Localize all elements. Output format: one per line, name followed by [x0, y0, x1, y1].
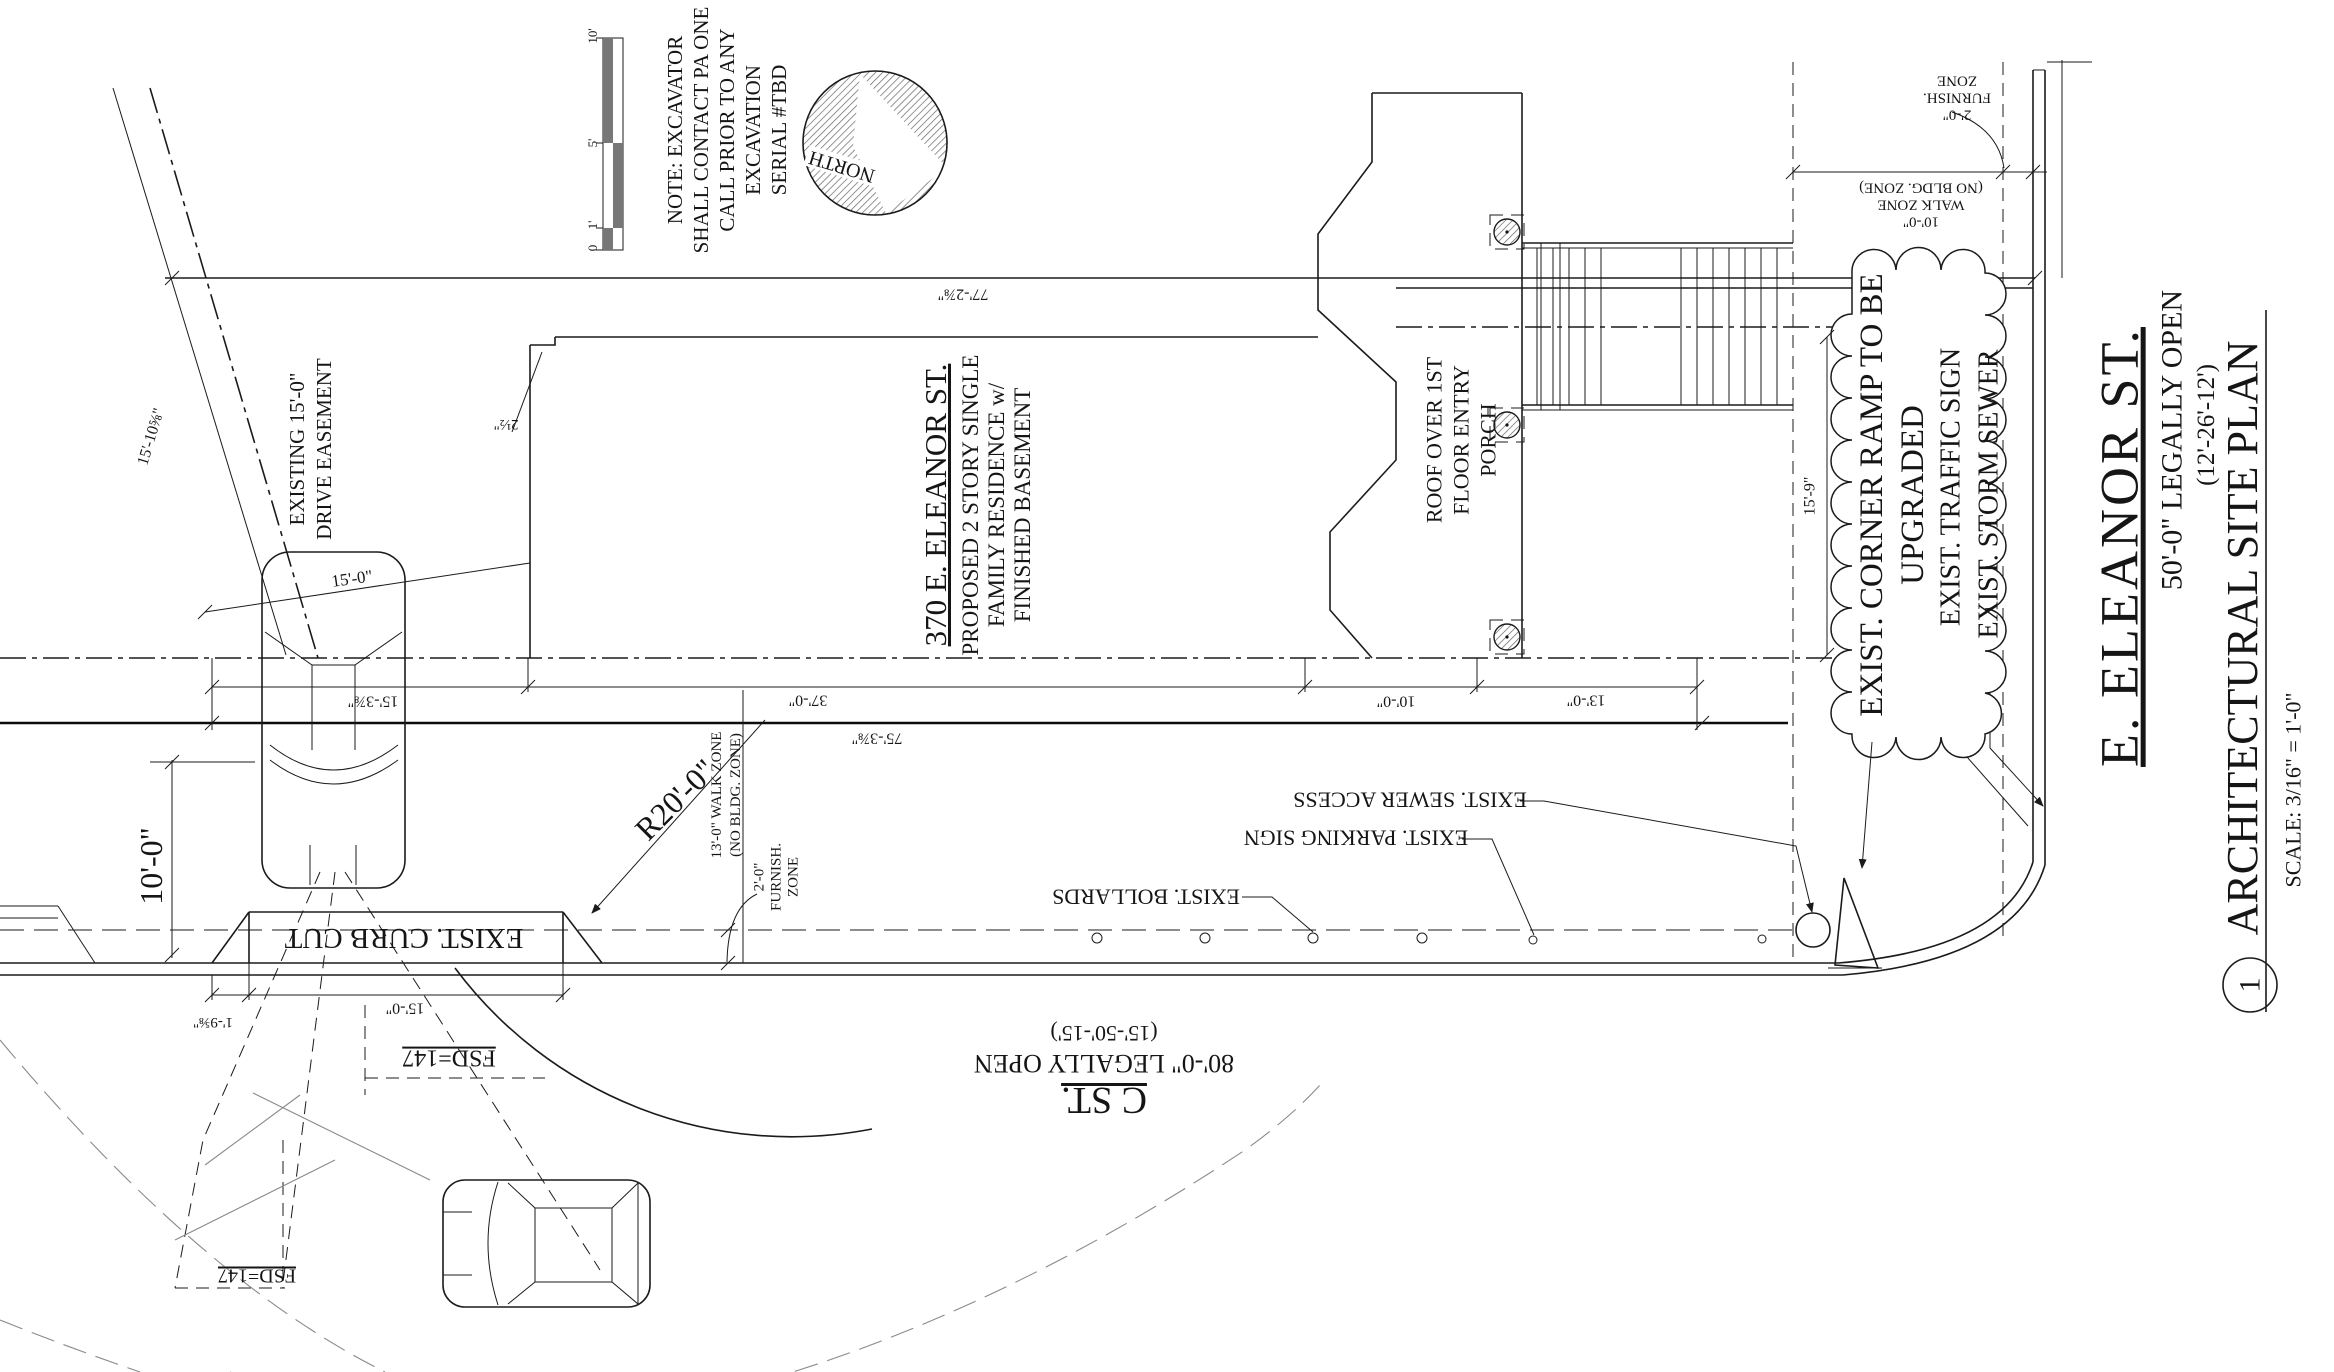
building-address: 370 E. ELEANOR ST.	[918, 363, 953, 647]
detail-number: 1	[2233, 977, 2267, 993]
eleanor-split: (12'-26'-12')	[2192, 364, 2220, 486]
note-line: NOTE: EXCAVATOR	[663, 35, 687, 225]
traffic-sign-label: EXIST. TRAFFIC SIGN	[1935, 347, 1967, 627]
fsd-label-a: FSD=147	[402, 1044, 496, 1071]
dim-lot-width: 77'-2⅞"	[937, 285, 989, 303]
easement-line: EXISTING 15'-0"	[285, 372, 309, 526]
note-line: CALL PRIOR TO ANY	[715, 28, 739, 232]
storm-sewer-label: EXIST. STORM SEWER	[1973, 349, 2005, 639]
zone-line: ZONE	[785, 857, 802, 897]
sewer-access-label: EXIST. SEWER ACCESS	[1293, 787, 1527, 813]
zone-line: FURNISH.	[1923, 89, 1991, 106]
corner-ramp-line: UPGRADED	[1895, 405, 1931, 585]
walk-zone-top-label: 10'-0" WALK ZONE (NO BLDG. ZONE)	[1859, 179, 1983, 230]
zone-line: (NO BLDG. ZONE)	[1859, 179, 1983, 196]
dim-side15: 15'-3⅞"	[347, 692, 399, 710]
dim-notch: 2½"	[493, 415, 519, 432]
easement-line: DRIVE EASEMENT	[312, 358, 336, 540]
note-line: EXCAVATION	[741, 65, 765, 195]
corner-ramp-label: EXIST. CORNER RAMP TO BE UPGRADED	[1852, 273, 1934, 716]
drive-easement-label: EXISTING 15'-0" DRIVE EASEMENT	[284, 358, 338, 539]
c-street-open-note: 80'-0" LEGALLY OPEN	[973, 1049, 1235, 1078]
furnish-zone-top-label: 2'-0" FURNISH. ZONE	[1923, 72, 1991, 123]
porch-line: ROOF OVER 1ST	[1421, 356, 1447, 524]
curb-cut-label: EXIST. CURB CUT	[284, 922, 524, 955]
eleanor-open-note: 50'-0" LEGALLY OPEN	[2155, 289, 2189, 591]
building-desc-line: FAMILY RESIDENCE w/	[984, 382, 1009, 628]
building-desc-line: FINISHED BASEMENT	[1010, 387, 1035, 623]
porch-label: ROOF OVER 1ST FLOOR ENTRY PORCH	[1421, 357, 1502, 523]
zone-line: ZONE	[1937, 72, 1977, 89]
zone-line: FURNISH.	[768, 843, 785, 911]
corner-ramp-line: EXIST. CORNER RAMP TO BE	[1854, 273, 1890, 717]
zone-line: 2'-0"	[1942, 106, 1972, 123]
note-line: SERIAL #TBD	[767, 64, 791, 196]
building-desc-line: PROPOSED 2 STORY SINGLE	[958, 354, 983, 656]
porch-line: FLOOR ENTRY	[1448, 365, 1474, 515]
sheet-scale-note: SCALE: 3/16" = 1'-0"	[2280, 692, 2306, 888]
dim-gap13: 13'-0"	[1566, 691, 1606, 709]
eleanor-street-name: E. ELEANOR ST.	[2089, 327, 2150, 767]
zone-line: (NO BLDG. ZONE)	[728, 733, 744, 857]
c-street-name: C ST.	[1061, 1079, 1147, 1121]
note-line: SHALL CONTACT PA ONE	[689, 6, 713, 254]
sheet-title: ARCHITECTURAL SITE PLAN	[2217, 340, 2267, 936]
building-label: 370 E. ELEANOR ST. PROPOSED 2 STORY SING…	[918, 355, 1036, 656]
scalebar-label-5ft: 5'	[585, 138, 601, 148]
dim-porch-depth: 15'-9"	[1801, 476, 1819, 516]
excavation-note: NOTE: EXCAVATOR SHALL CONTACT PA ONE CAL…	[662, 7, 792, 254]
parking-sign-label: EXIST. PARKING SIGN	[1243, 825, 1469, 851]
zone-line: WALK ZONE	[1877, 196, 1965, 213]
scalebar-label-10ft: 10'	[585, 28, 601, 44]
furnish-zone-bottom-label: 2'-0" FURNISH. ZONE	[752, 843, 803, 911]
scalebar-label-0: 0	[585, 244, 601, 252]
zone-line: 10'-0"	[1902, 213, 1940, 230]
zone-line: 2'-0"	[751, 862, 768, 892]
c-street-title: C ST. 80'-0" LEGALLY OPEN (15'-50'-15')	[974, 1019, 1234, 1121]
dim-bldg-width: 37'-0"	[788, 691, 828, 709]
walk-zone-bottom-label: 13'-0" WALK ZONE (NO BLDG. ZONE)	[708, 732, 746, 859]
dim-overall: 75'-3⅞"	[851, 729, 903, 747]
scalebar-label-1ft: 1'	[585, 220, 601, 230]
dim-curbcut: 15'-0"	[385, 999, 425, 1017]
dim-curb-offset: 1'-9⅝"	[192, 1013, 234, 1030]
porch-line: PORCH	[1475, 403, 1501, 477]
bollards-label: EXIST. BOLLARDS	[1052, 884, 1240, 910]
fsd-label-b: FSD=147	[218, 1264, 296, 1287]
dim-walk-left: 10'-0"	[133, 827, 170, 905]
c-street-split: (15'-50'-15')	[1050, 1021, 1158, 1046]
dim-gap10: 10'-0"	[1376, 692, 1416, 710]
zone-line: 13'-0" WALK ZONE	[709, 731, 725, 859]
